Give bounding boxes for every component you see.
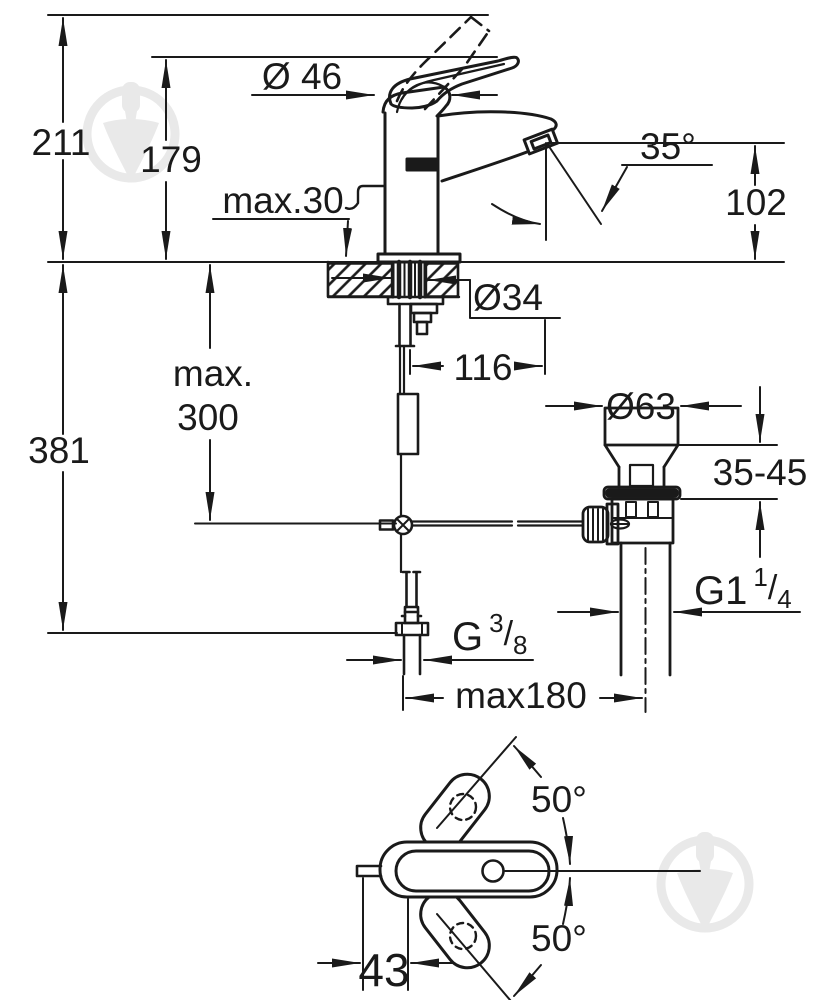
dim-overall-height: 211 xyxy=(32,122,91,163)
dim-shank-diameter: Ø34 xyxy=(473,277,543,318)
supply-thread-sup: 3 xyxy=(489,608,503,638)
dim-basin-thickness: 35-45 xyxy=(713,452,808,493)
dim-spout-reach: 116 xyxy=(454,347,513,388)
dim-hose-max-line2: 300 xyxy=(177,397,239,438)
supply-thread-base: G xyxy=(452,615,483,659)
supply-assembly xyxy=(378,295,445,676)
watermark-trowel-badge-icon xyxy=(87,82,749,928)
dim-waste-diameter: Ø63 xyxy=(606,386,676,427)
dim-spout-angle: 35° xyxy=(640,126,696,167)
drain-assembly xyxy=(410,406,682,713)
dim-cap-diameter: Ø 46 xyxy=(262,56,342,97)
dim-swing-upper: 50° xyxy=(531,779,587,820)
dim-below-deck-depth: 381 xyxy=(28,430,90,471)
waste-thread-base: G1 xyxy=(694,569,747,613)
dim-spout-top-height: 179 xyxy=(140,139,202,180)
waste-thread-slash: / xyxy=(768,569,778,607)
faucet-elevation xyxy=(344,15,560,264)
dim-hose-max-line1: max. xyxy=(173,353,253,394)
waste-thread-sub: 4 xyxy=(777,584,791,614)
dimension-lines xyxy=(47,14,801,1000)
waste-thread-sup: 1 xyxy=(753,562,767,592)
supply-thread-sub: 8 xyxy=(513,630,527,660)
dim-deck-thickness: max.30 xyxy=(222,180,343,221)
dim-outlet-offset: 43 xyxy=(358,944,409,996)
supply-thread-slash: / xyxy=(504,615,514,653)
dim-waste-offset: max180 xyxy=(455,675,587,716)
dimension-labels: 211 179 Ø 46 max.30 35° 102 Ø34 116 max.… xyxy=(28,56,807,996)
dim-swing-lower: 50° xyxy=(531,918,587,959)
dim-outlet-height: 102 xyxy=(725,182,787,223)
